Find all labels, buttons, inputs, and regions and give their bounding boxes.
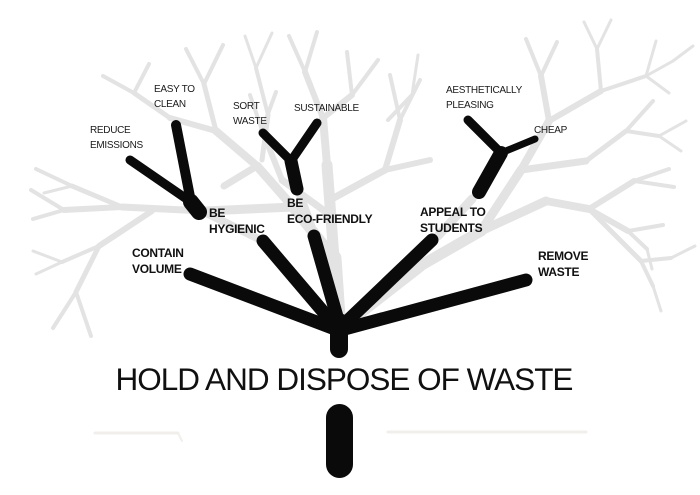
label-cheap: CHEAP: [534, 125, 567, 136]
objective-branches: [125, 115, 539, 358]
label-be-eco-friendly: BE ECO-FRIENDLY: [287, 196, 373, 226]
twig-aesthetically-pleasing: [463, 115, 506, 158]
label-remove-waste: REMOVE WASTE: [538, 249, 589, 279]
twig-easy-to-clean: [171, 120, 196, 207]
branch-appeal-to-students: [333, 233, 439, 335]
label-easy-to-clean: EASY TO CLEAN: [154, 84, 195, 110]
label-sustainable: SUSTAINABLE: [294, 103, 359, 114]
label-contain-volume: CONTAIN VOLUME: [132, 246, 184, 276]
node-appeal-junction: [472, 146, 508, 199]
twig-sort-waste: [258, 128, 296, 166]
branch-be-hygienic: [256, 234, 344, 335]
twig-cheap: [497, 135, 539, 157]
ground-line: [93, 430, 588, 442]
label-be-hygienic: BE HYGIENIC: [209, 206, 265, 236]
root-label: HOLD AND DISPOSE OF WASTE: [115, 361, 574, 397]
branch-remove-waste: [334, 273, 533, 337]
twig-reduce-emissions: [125, 155, 196, 207]
label-appeal-to-students: APPEAL TO STUDENTS: [420, 205, 486, 235]
node-be-eco-friendly-junction: [284, 154, 304, 196]
faded-tree: [29, 18, 697, 354]
label-reduce-emissions: REDUCE EMISSIONS: [90, 125, 143, 151]
label-aesthetically-pleasing: AESTHETICALLY PLEASING: [446, 85, 522, 111]
branch-contain-volume: [183, 267, 342, 336]
twig-sustainable: [286, 118, 322, 166]
branch-be-eco-friendly: [307, 229, 347, 334]
trunk: [326, 404, 353, 478]
label-sort-waste: SORT WASTE: [233, 101, 267, 127]
